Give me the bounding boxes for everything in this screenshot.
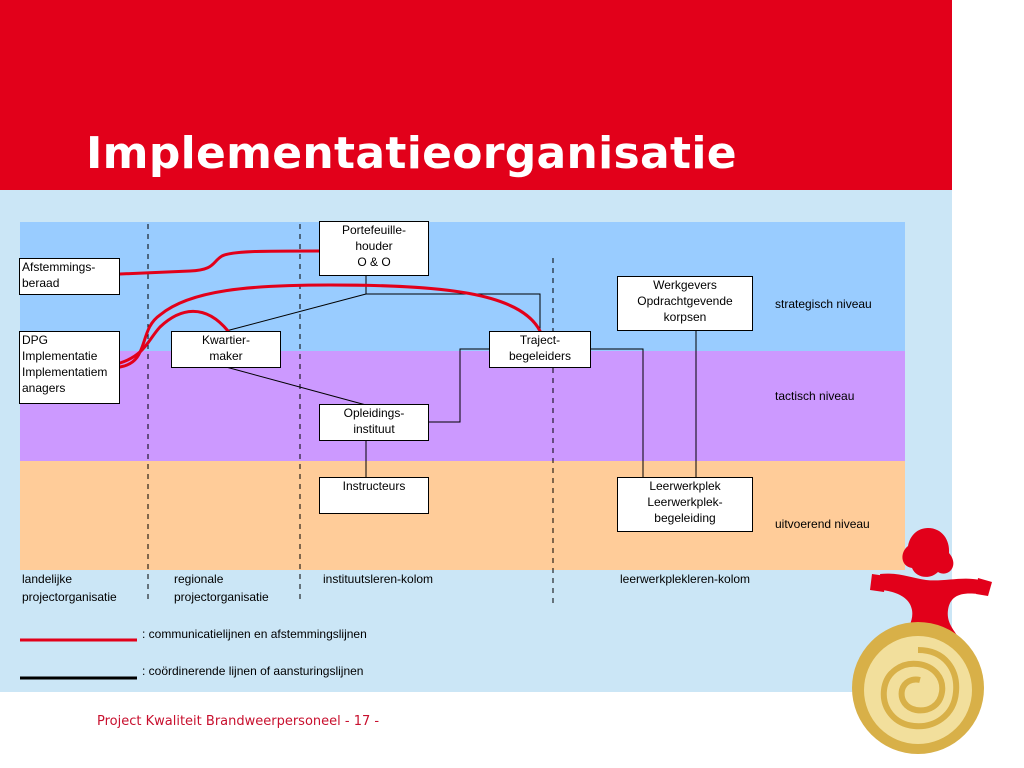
column-label-line: projectorganisatie [22, 590, 117, 604]
column-label-line: instituutsleren-kolom [323, 572, 434, 586]
column-label-institute: instituutsleren-kolom [323, 570, 433, 588]
steering-line-kwartiermaker-opleidingsinstituut [225, 366, 367, 406]
box-line: Implementatiem [22, 365, 108, 379]
box-line: Implementatie [22, 349, 98, 363]
box-line: anagers [22, 381, 66, 395]
column-label-line: leerwerkplekleren-kolom [620, 572, 751, 586]
column-label-line: landelijke [22, 572, 73, 586]
legend-steering-label: : coördinerende lijnen of aansturingslij… [142, 664, 364, 678]
communication-line-dpg-kwartiermaker [118, 309, 230, 365]
box-line: Instructeurs [342, 479, 406, 493]
box-line: Leerwerkplek [649, 479, 721, 493]
communication-line-afstemmingsberaad-portefeuille [118, 249, 321, 276]
box-line: instituut [353, 422, 395, 436]
column-label-national: landelijke projectorganisatie [22, 570, 117, 606]
box-line: houder [355, 239, 393, 253]
steering-line-trajectbegeleiders-leerwerkplek [591, 348, 644, 477]
opleidingsinstituut-box: Opleidings- instituut [319, 404, 429, 441]
werkgevers-box: Werkgevers Opdrachtgevende korpsen [617, 276, 753, 331]
afstemmingsberaad-box: Afstemmings- beraad [19, 258, 120, 295]
box-line: DPG [22, 333, 49, 347]
column-label-line: regionale [174, 572, 224, 586]
dpg-implementatie-box: DPG Implementatie Implementatiem anagers [19, 331, 120, 404]
box-line: Leerwerkplek- [647, 495, 723, 509]
communication-line-dpg-trajectbegeleiders [118, 283, 542, 369]
strategic-level-label: strategisch niveau [775, 297, 872, 311]
box-line: Traject- [519, 333, 561, 347]
steering-line-portefeuille-trajectbegeleiders [365, 276, 541, 331]
column-label-workplace: leerwerkplekleren-kolom [620, 570, 750, 588]
steering-line-trajectbegeleiders-opleidingsinstituut [429, 348, 489, 423]
box-line: Portefeuille- [341, 223, 407, 237]
box-line: O & O [357, 255, 391, 269]
tactical-level-band [20, 351, 905, 461]
box-line: beraad [22, 276, 60, 290]
box-line: Opleidings- [343, 406, 405, 420]
box-line: begeleiders [508, 349, 572, 363]
legend-communication-label: : communicatielijnen en afstemmingslijne… [142, 627, 367, 641]
mascot-logo [852, 528, 992, 754]
trajectbegeleiders-box: Traject- begeleiders [489, 331, 591, 368]
box-line: Werkgevers [653, 278, 717, 292]
leerwerkplek-box: Leerwerkplek Leerwerkplek- begeleiding [617, 477, 753, 532]
title-bar [0, 0, 952, 190]
box-line: maker [209, 349, 243, 363]
portefeuillehouder-box: Portefeuille- houder O & O [319, 221, 429, 276]
operational-level-label: uitvoerend niveau [775, 517, 870, 531]
column-label-line: projectorganisatie [174, 590, 269, 604]
column-label-regional: regionale projectorganisatie [174, 570, 269, 606]
box-line: Kwartier- [201, 333, 250, 347]
operational-level-band [20, 461, 905, 570]
kwartiermaker-box: Kwartier- maker [171, 331, 281, 368]
box-line: Opdrachtgevende [637, 294, 733, 308]
strategic-level-band [20, 222, 905, 351]
box-line: Afstemmings- [22, 260, 96, 274]
box-line: begeleiding [654, 511, 716, 525]
box-line: korpsen [663, 310, 707, 324]
tactical-level-label: tactisch niveau [775, 389, 855, 403]
slide-title: Implementatieorganisatie [86, 128, 737, 179]
slide-footer: Project Kwaliteit Brandweerpersoneel - 1… [97, 714, 380, 729]
instructeurs-box: Instructeurs [319, 477, 429, 514]
steering-line-portefeuille-kwartiermaker [225, 293, 367, 332]
